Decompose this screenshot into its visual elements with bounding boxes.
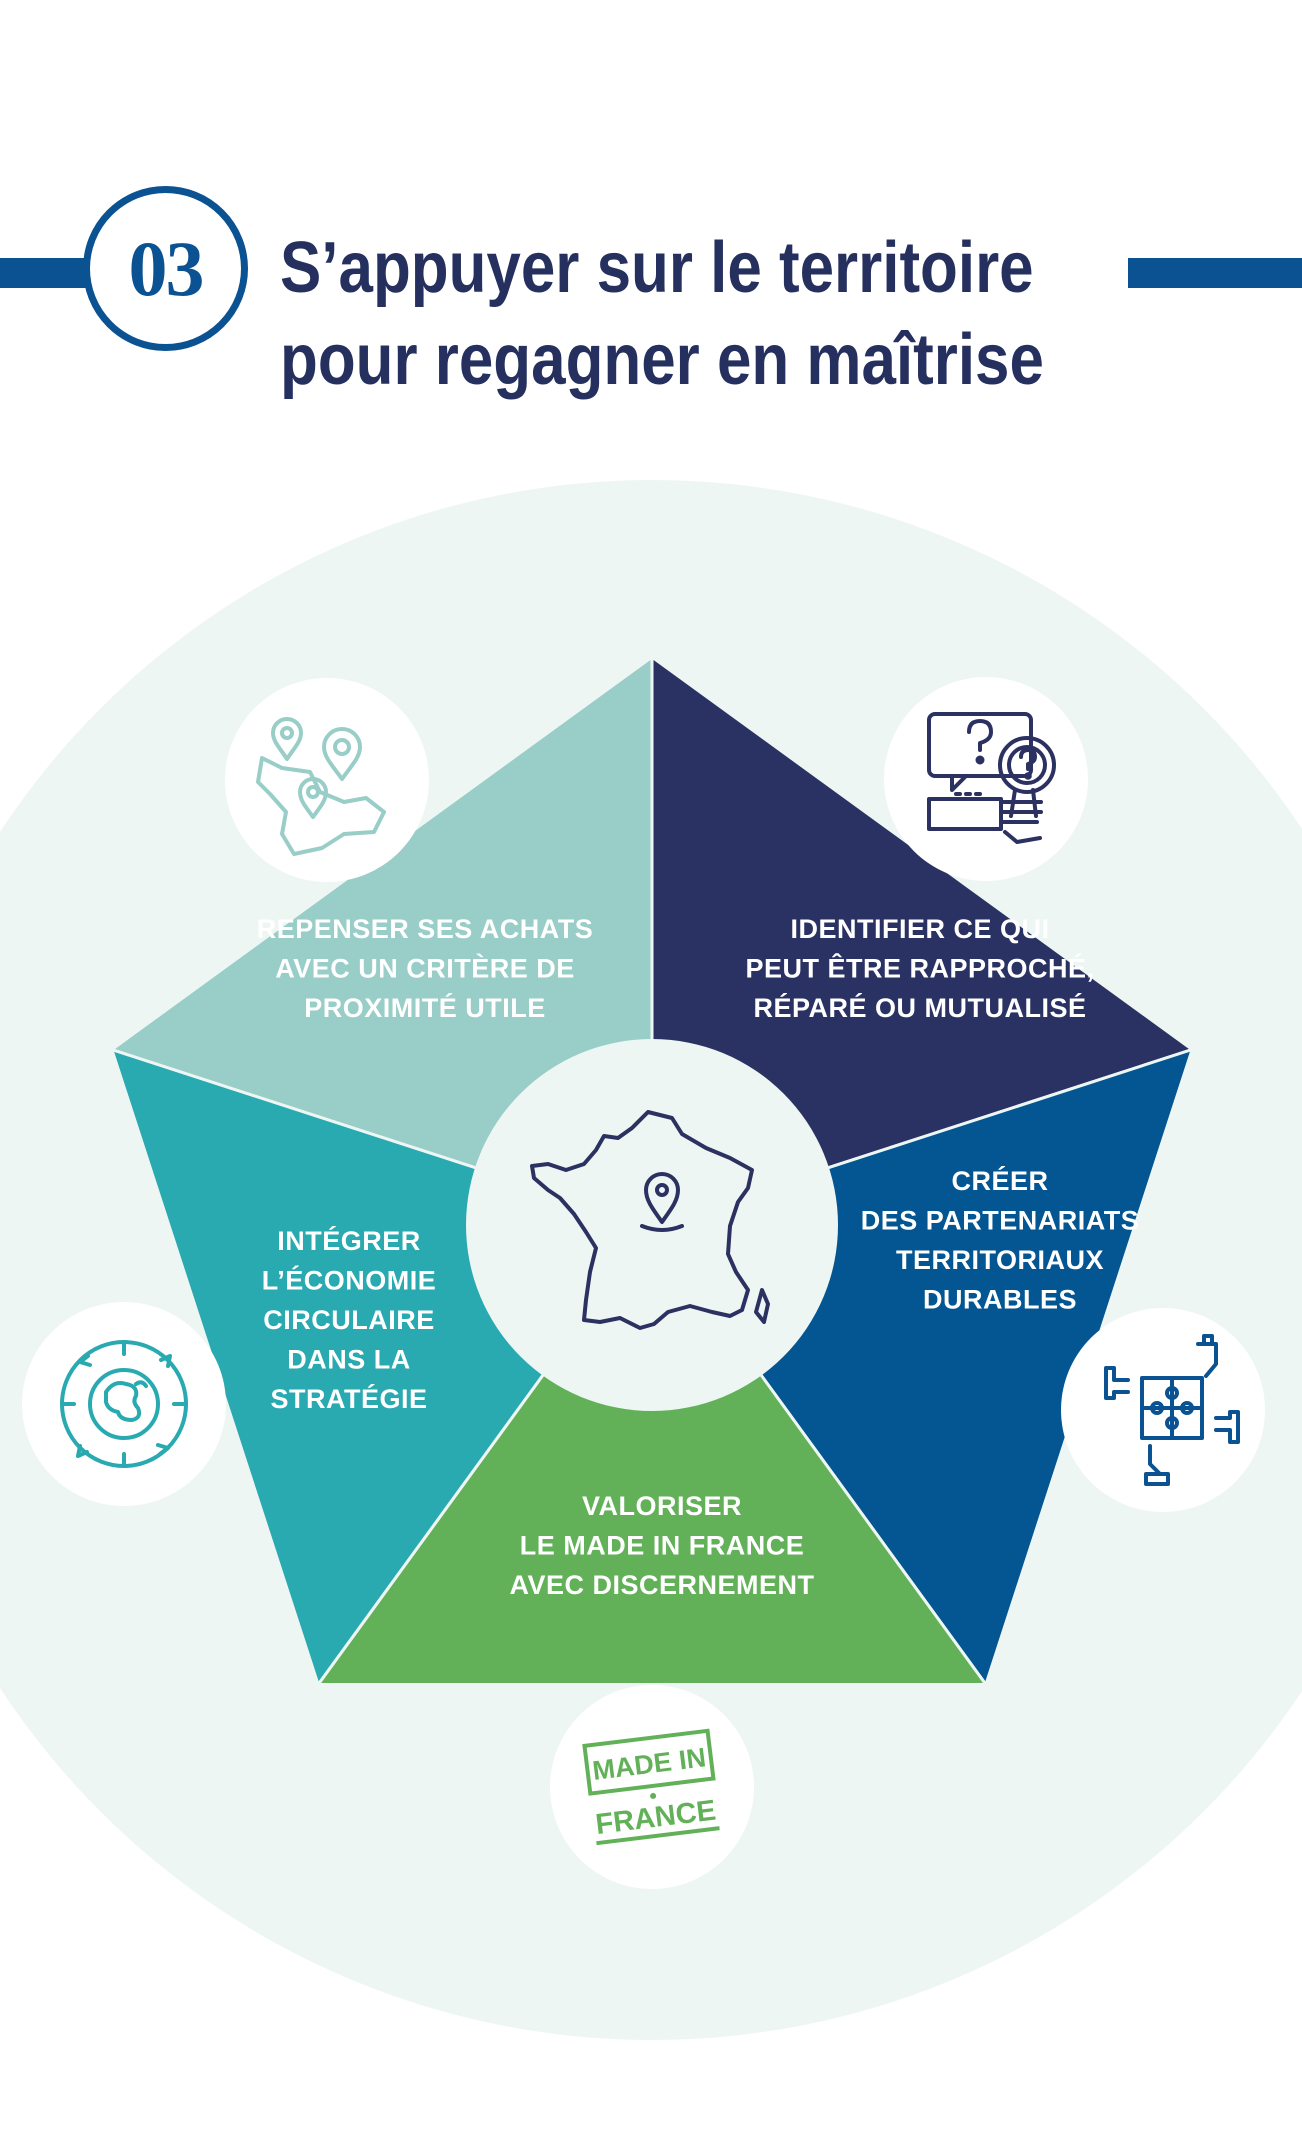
icon-disc-2 [1061, 1308, 1265, 1512]
segment-1-label-line: IDENTIFIER CE QUI [790, 914, 1049, 944]
segment-4-label-line: CIRCULAIRE [263, 1305, 435, 1335]
segment-1-label-line: PEUT ÊTRE RAPPROCHÉ, [745, 953, 1094, 984]
segment-3-label-line: LE MADE IN FRANCE [520, 1531, 805, 1561]
section-number: 03 [128, 224, 205, 312]
france-map-pin-icon [530, 1110, 770, 1330]
icon-disc-5 [225, 678, 429, 882]
segment-3-label-line: AVEC DISCERNEMENT [509, 1570, 814, 1600]
segment-3-label: VALORISER LE MADE IN FRANCE AVEC DISCERNEM… [509, 1491, 814, 1600]
segment-2-label: CRÉER DES PARTENARIATS TERRITORIAUX DURABLE… [861, 1165, 1140, 1315]
section-number-badge: 03 [83, 186, 248, 351]
center-disc [466, 1039, 838, 1411]
segment-4-label: INTÉGRER L’ÉCONOMIE CIRCULAIRE DANS LA STRAT… [262, 1225, 437, 1414]
circular-globe-icon [60, 1340, 188, 1468]
page-title-line-1: S’appuyer sur le territoire [280, 228, 1034, 308]
icon-disc-3: MADE IN FRANCE [550, 1685, 754, 1889]
segment-5-label-line: PROXIMITÉ UTILE [304, 992, 546, 1023]
magnifier-question-icon [927, 712, 1056, 844]
segment-2-label-line: DES PARTENARIATS [861, 1206, 1140, 1236]
segment-2-label-line: DURABLES [923, 1285, 1077, 1315]
segment-5-label-line: AVEC UN CRITÈRE DE [275, 953, 575, 984]
page-title-line-2: pour regagner en maîtrise [280, 320, 1044, 400]
segment-3-label-line: VALORISER [582, 1491, 742, 1521]
page-title: S’appuyer sur le territoire pour regagne… [280, 222, 1044, 406]
puzzle-hands-icon [1104, 1334, 1240, 1486]
segment-4-label-line: L’ÉCONOMIE [262, 1265, 437, 1296]
icon-disc-4 [22, 1302, 226, 1506]
segment-5-label: REPENSER SES ACHATS AVEC UN CRITÈRE DE PRO… [257, 914, 594, 1023]
header-rule-right [1128, 258, 1302, 288]
segment-4-label-line: INTÉGRER [277, 1225, 421, 1256]
header-rule-left [0, 258, 92, 288]
segment-4-label-line: DANS LA [287, 1345, 411, 1375]
map-pins-icon [256, 717, 386, 856]
segment-5-label-line: REPENSER SES ACHATS [257, 914, 594, 944]
segment-2-label-line: TERRITORIAUX [896, 1245, 1104, 1275]
segment-2-label-line: CRÉER [951, 1165, 1048, 1196]
segment-1-label-line: RÉPARÉ OU MUTUALISÉ [753, 992, 1086, 1023]
segment-4-label-line: STRATÉGIE [270, 1383, 427, 1414]
segment-1-label: IDENTIFIER CE QUI PEUT ÊTRE RAPPROCHÉ, RÉP… [745, 914, 1094, 1023]
icon-disc-1 [884, 677, 1088, 881]
